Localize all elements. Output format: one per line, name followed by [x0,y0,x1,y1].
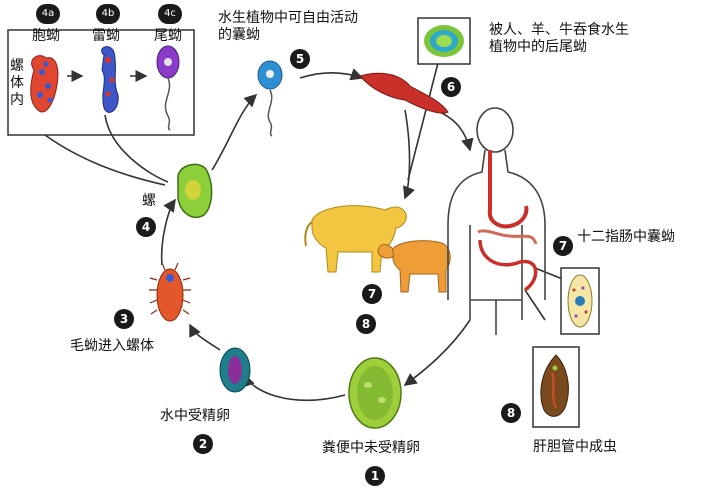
free-cyst-label: 水生植物中可自由活动的囊蚴 [218,10,358,43]
arrow-miracidium-to-snail [160,198,176,266]
badge-8-liver: 8 [501,403,521,423]
badge-4b: 4b [96,4,120,24]
miracidium-label: 毛蚴进入螺体 [70,338,154,354]
snail-stage-icon [177,163,213,219]
snail-stages-box [7,29,195,136]
badge-4c: 4c [158,4,182,24]
in-snail-label: 螺体内 [10,58,24,108]
sporocyst-icon [30,55,59,113]
badge-2: 2 [193,434,213,454]
cow-icon [304,205,407,273]
arrow-cyst-to-metacercaria [299,68,364,81]
adult-fluke-label: 肝胆管中成虫 [533,439,617,455]
arrow-snail-to-cyst [211,93,258,171]
cercaria-label: 尾蚴 [154,28,182,44]
unfertilized-egg-icon [348,357,402,429]
arrow-egg-to-fertilized [242,373,346,402]
duodenum-cyst-label: 十二指肠中囊蚴 [577,229,675,245]
pointer-line-snail-box-b [104,114,169,183]
free-cyst-icon [257,60,283,137]
fertilized-egg-icon [219,347,251,393]
badge-7-duodenum: 7 [553,236,573,256]
badge-3: 3 [114,309,134,329]
redia-icon [101,46,119,113]
fertilized-egg-label: 水中受精卵 [160,408,230,424]
arrow-fertilized-to-miracidium [189,323,221,351]
badge-4: 4 [136,217,156,237]
adult-fluke-icon [540,354,569,417]
metacercaria-cyst-icon [424,25,464,57]
metacercaria-plant-icon [359,72,449,114]
pointer-line-snail-box-a [44,134,166,186]
badge-5: 5 [290,49,310,69]
arrow-host-to-egg [403,319,471,386]
arrow-to-human [434,109,474,152]
snail-label: 螺 [142,193,156,209]
duodenum-cyst-icon [567,274,593,328]
human-icon [447,107,546,335]
pointer-line-6 [407,54,441,181]
metacercaria-eaten-label: 被人、羊、牛吞食水生植物中的后尾蚴 [489,22,629,55]
redia-label: 雷蚴 [92,28,120,44]
cercaria-icon [156,45,180,131]
pointer-line-liver [524,289,546,321]
arrow-to-cow [403,109,415,200]
digestive-tract-icon [477,150,538,292]
badge-8-animals: 8 [356,314,376,334]
sheep-icon [377,240,451,293]
badge-1: 1 [365,466,385,486]
badge-7-animals: 7 [362,284,382,304]
badge-6: 6 [441,77,461,97]
miracidium-icon [149,262,191,322]
unfertilized-egg-label: 粪便中未受精卵 [322,440,420,456]
sporocyst-label: 胞蚴 [32,28,60,44]
badge-4a: 4a [36,4,60,24]
